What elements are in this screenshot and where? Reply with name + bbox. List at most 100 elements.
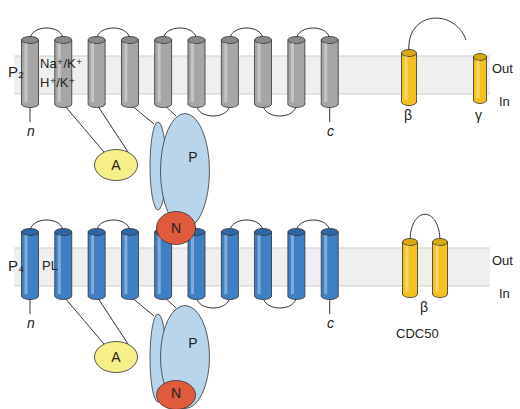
a-domain: A [94,341,138,373]
beta-helix-shine [405,56,408,100]
transmembrane-helix-cap [288,101,305,108]
transmembrane-helix-shine [58,235,61,294]
membrane-edge [14,94,490,95]
transmembrane-helix-cap-fill [288,100,304,104]
transmembrane-helix-top [55,229,72,236]
gamma-helix-shine [477,60,480,98]
transmembrane-helix [22,37,39,108]
beta-helix-body [403,242,418,294]
transmembrane-helix [155,37,172,108]
transmembrane-helix-top [155,37,172,44]
a-domain-linker [63,104,104,152]
transmembrane-helix-top [255,229,272,236]
beta-helix-cap [403,291,418,298]
beta-helix-cap [402,99,417,106]
beta-helix-top [433,239,448,246]
membrane-band [14,248,490,286]
membrane-band [14,56,490,94]
n-domain: N [156,211,196,245]
transmembrane-helix-cap-fill [22,100,38,104]
transmembrane-helix-cap [88,293,105,300]
transmembrane-helix-cap-fill [222,100,238,104]
transmembrane-helix-top [88,37,105,44]
transmembrane-helix-cap [155,293,172,300]
transmembrane-helix-body [121,232,138,296]
transmembrane-helix-shine [25,235,28,294]
transmembrane-helix-cap [188,293,205,300]
beta-helix-cap-fill [403,290,417,294]
family-name: P₄ [8,258,24,273]
transmembrane-helix-top [22,229,39,236]
ion-label: H⁺/K⁺ [40,76,75,89]
transmembrane-helix-cap [221,101,238,108]
domain-label: P [188,335,197,351]
transmembrane-helix-cap-fill [255,100,271,104]
gamma-helix [474,54,487,104]
transmembrane-helix-cap-fill [222,292,238,296]
ion-label: Na⁺/K⁺ [40,57,83,70]
gamma-helix-cap-fill [474,96,486,100]
transmembrane-helix-cap-fill [22,292,38,296]
transmembrane-helix-cap [221,293,238,300]
transmembrane-helix-top [221,229,238,236]
transmembrane-helix-shine [124,235,127,294]
subunit-label: γ [475,108,482,122]
transmembrane-helix-shine [258,235,261,294]
transmembrane-helix-cap [55,293,72,300]
transmembrane-helix-body [188,232,205,296]
beta-helix-cap-fill [433,290,447,294]
transmembrane-helix [221,229,238,300]
transmembrane-helix-cap [22,101,39,108]
transmembrane-helix-shine [158,43,161,102]
transmembrane-helix-cap-fill [55,100,71,104]
transmembrane-helix-shine [124,43,127,102]
beta-ectodomain [409,18,466,53]
gamma-helix-cap [474,97,487,104]
transmembrane-helix-shine [158,235,161,294]
transmembrane-helix [88,229,105,300]
side-label: Out [492,62,513,75]
beta-helix-body [402,53,417,102]
domain-label: A [111,349,120,365]
side-label: In [499,95,510,108]
transmembrane-helix-top [121,37,138,44]
transmembrane-helix-body [121,40,138,104]
a-domain-linker [63,296,104,344]
transmembrane-helix-body [255,40,272,104]
subunit-label: β [420,300,428,314]
transmembrane-helix-top [88,229,105,236]
beta-helix [402,50,417,106]
transmembrane-helix-cap [55,101,72,108]
terminus-label: n [27,316,35,330]
transmembrane-helix [321,229,338,300]
transmembrane-helix-shine [191,235,194,294]
transmembrane-helix-top [288,37,305,44]
transmembrane-helix-shine [91,235,94,294]
transmembrane-helix-body [255,232,272,296]
transmembrane-helix-shine [224,235,227,294]
transmembrane-helix-cap-fill [288,292,304,296]
transmembrane-helix-cap [121,101,138,108]
side-label: In [499,287,510,300]
transmembrane-helix-top [188,37,205,44]
n-domain: N [156,380,196,409]
transmembrane-helix-body [88,40,105,104]
family-name: P₂ [8,64,24,79]
n-domain-outline [157,212,196,245]
transmembrane-helix-cap [321,101,338,108]
transmembrane-helix-cap-fill [189,100,205,104]
beta-helix-top [403,239,418,246]
transmembrane-helix-body [88,232,105,296]
n-domain-outline [157,381,196,409]
transmembrane-helix [288,37,305,108]
transmembrane-helix [221,37,238,108]
transmembrane-helix-cap-fill [55,292,71,296]
substrate-label: PL [42,259,58,272]
transmembrane-helix [121,229,138,300]
transmembrane-helix-top [22,37,39,44]
transmembrane-helix [55,37,72,108]
transmembrane-helix-cap [155,101,172,108]
gamma-helix-body [474,57,487,100]
domain-label: P [188,149,197,165]
transmembrane-helix-cap-fill [89,100,105,104]
